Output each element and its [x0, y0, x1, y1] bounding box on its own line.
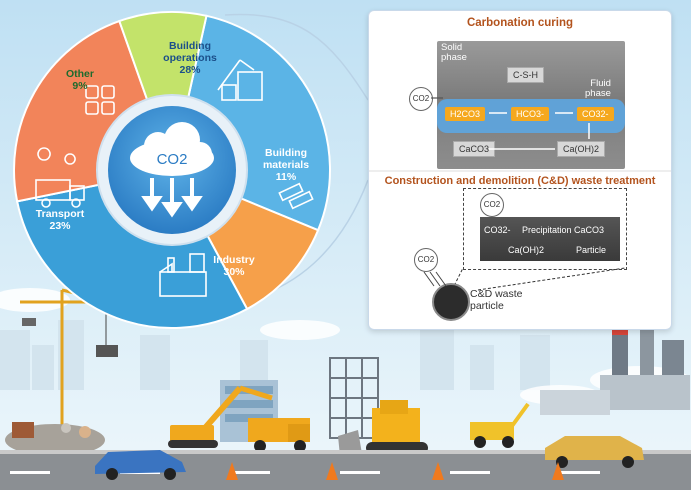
cdw-caoh2-label: Ca(OH)2 [508, 245, 545, 255]
carbonation-micrograph: Solid phase Fluid phase C-S-H H2CO3 HCO3… [437, 41, 625, 169]
solid-phase-label: Solid phase [441, 42, 467, 63]
factory-icon [159, 253, 207, 297]
traffic-cones [226, 462, 564, 480]
co2-molecule-left: CO2 [414, 248, 438, 272]
down-arrows-icon [141, 178, 203, 218]
backhoe [470, 402, 530, 448]
cdw-co3-label: CO32- [484, 225, 511, 235]
building-materials-icon [278, 182, 314, 210]
caoh2-chip: Ca(OH)2 [557, 141, 606, 157]
cdw-detail-box: CO2 CO32- Precipitation CaCO3 Ca(OH)2 Pa… [463, 188, 627, 270]
cdw-particle-word: Particle [576, 245, 607, 255]
cloud-icon [130, 122, 214, 176]
carbonation-title: Carbonation curing [466, 17, 574, 29]
distant-skyline [0, 320, 550, 390]
hco3-chip: HCO3- [511, 107, 550, 121]
pie-slice-other [118, 11, 208, 174]
rubble-pile [5, 422, 105, 456]
mechanism-panel: Carbonation curing Solid phase Fluid pha… [368, 10, 672, 330]
dump-truck [248, 418, 310, 452]
excavator [168, 385, 273, 448]
cdw-particle-slab [480, 217, 620, 261]
road-curb [0, 450, 691, 454]
truck-icon [35, 147, 85, 208]
sector-label-other: Other 9% [65, 68, 94, 92]
fluid-phase-label: Fluid phase [585, 78, 611, 99]
pie-center-label: CO2 [157, 151, 188, 168]
co2-molecule-carbonation: CO2 [409, 87, 433, 111]
sector-label-transport: Transport 23% [35, 208, 85, 232]
waste-particle-label: C&D waste particle [470, 288, 523, 312]
co3-chip: CO32- [577, 107, 614, 121]
bulldozer [338, 400, 428, 456]
grid-icon [85, 85, 115, 115]
crane-building-icon [217, 59, 263, 101]
waste-particle-icon [432, 283, 470, 321]
h2co3-chip: H2CO3 [445, 107, 486, 121]
gold-car [545, 436, 644, 468]
carbonation-arrows [369, 97, 671, 172]
cdw-title: Construction and demolition (C&D) waste … [384, 175, 656, 187]
sector-label-building-operations: Building operations 28% [163, 40, 217, 76]
blue-car [95, 450, 186, 480]
cdw-precip-label: Precipitation CaCO3 [522, 225, 605, 235]
co2-molecule-top: CO2 [480, 193, 504, 217]
sector-label-building-materials: Building materials 11% [262, 147, 310, 183]
csh-chip: C-S-H [507, 67, 544, 83]
power-plant [540, 300, 690, 415]
caco3-chip: CaCO3 [453, 141, 496, 157]
sector-label-industry: Industry 30% [213, 254, 255, 278]
